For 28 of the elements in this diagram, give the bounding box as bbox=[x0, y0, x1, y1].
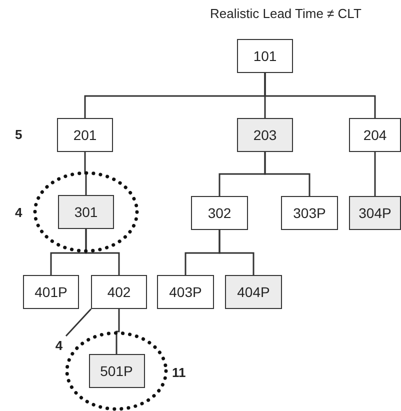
leader-line bbox=[65, 308, 92, 336]
callout-number: 11 bbox=[172, 365, 186, 380]
connector-line bbox=[264, 152, 310, 196]
part-box: 403P bbox=[157, 275, 214, 309]
part-box: 304P bbox=[349, 196, 401, 230]
part-box: 303P bbox=[281, 196, 338, 230]
callout-number: 4 bbox=[52, 336, 66, 354]
callout-number: 4 bbox=[15, 205, 22, 220]
part-box: 201 bbox=[57, 118, 113, 152]
connector-line bbox=[218, 230, 254, 275]
part-box: 203 bbox=[237, 118, 293, 152]
part-box: 301 bbox=[58, 195, 114, 229]
callout-number: 5 bbox=[15, 127, 22, 142]
dotted-ellipse bbox=[65, 331, 168, 411]
part-box: 402 bbox=[91, 275, 147, 309]
part-box: 501P bbox=[88, 354, 144, 388]
connector-line bbox=[84, 152, 87, 195]
dotted-ellipse bbox=[33, 171, 139, 253]
part-box: 204 bbox=[349, 118, 401, 152]
connector-line bbox=[264, 73, 376, 118]
connector-line bbox=[85, 229, 120, 275]
diagram-title: Realistic Lead Time ≠ CLT bbox=[210, 6, 362, 21]
connector-line bbox=[116, 309, 120, 354]
part-box: 401P bbox=[23, 275, 79, 309]
part-box: 302 bbox=[191, 196, 248, 230]
part-box: 404P bbox=[225, 275, 282, 309]
connector-line bbox=[374, 152, 376, 196]
part-box: 101 bbox=[237, 39, 293, 73]
